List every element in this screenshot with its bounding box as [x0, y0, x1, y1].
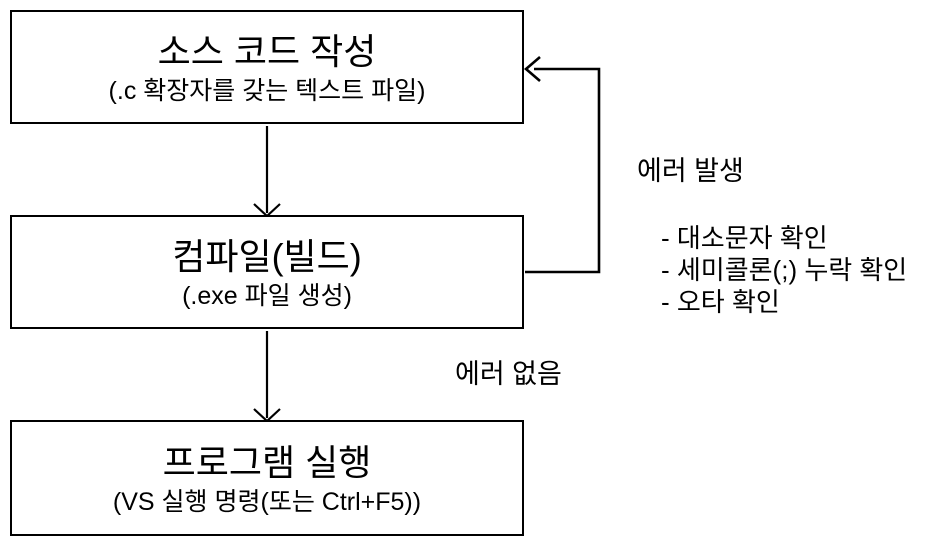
label-error-occurs: 에러 발생	[637, 156, 744, 186]
checklist-item: - 오타 확인	[661, 287, 780, 317]
flow-box-source-code: 소스 코드 작성 (.c 확장자를 갖는 텍스트 파일)	[10, 10, 524, 124]
checklist-item: - 대소문자 확인	[661, 223, 828, 253]
box-subtitle: (.exe 파일 생성)	[182, 281, 352, 310]
checklist-item: - 세미콜론(;) 누락 확인	[661, 255, 908, 285]
box-title: 소스 코드 작성	[157, 30, 377, 72]
box-subtitle: (.c 확장자를 갖는 텍스트 파일)	[108, 76, 426, 105]
arrow-down-icon	[253, 331, 281, 423]
error-checklist: - 대소문자 확인 - 세미콜론(;) 누락 확인 - 오타 확인	[661, 222, 907, 318]
box-title: 컴파일(빌드)	[172, 235, 362, 277]
feedback-loop-arrow-icon	[524, 56, 601, 274]
flow-box-run-program: 프로그램 실행 (VS 실행 명령(또는 Ctrl+F5))	[10, 420, 524, 536]
box-title: 프로그램 실행	[162, 441, 372, 483]
label-no-error: 에러 없음	[455, 359, 562, 389]
arrow-down-icon	[253, 126, 281, 218]
box-subtitle: (VS 실행 명령(또는 Ctrl+F5))	[112, 487, 422, 516]
flow-box-compile: 컴파일(빌드) (.exe 파일 생성)	[10, 215, 524, 329]
